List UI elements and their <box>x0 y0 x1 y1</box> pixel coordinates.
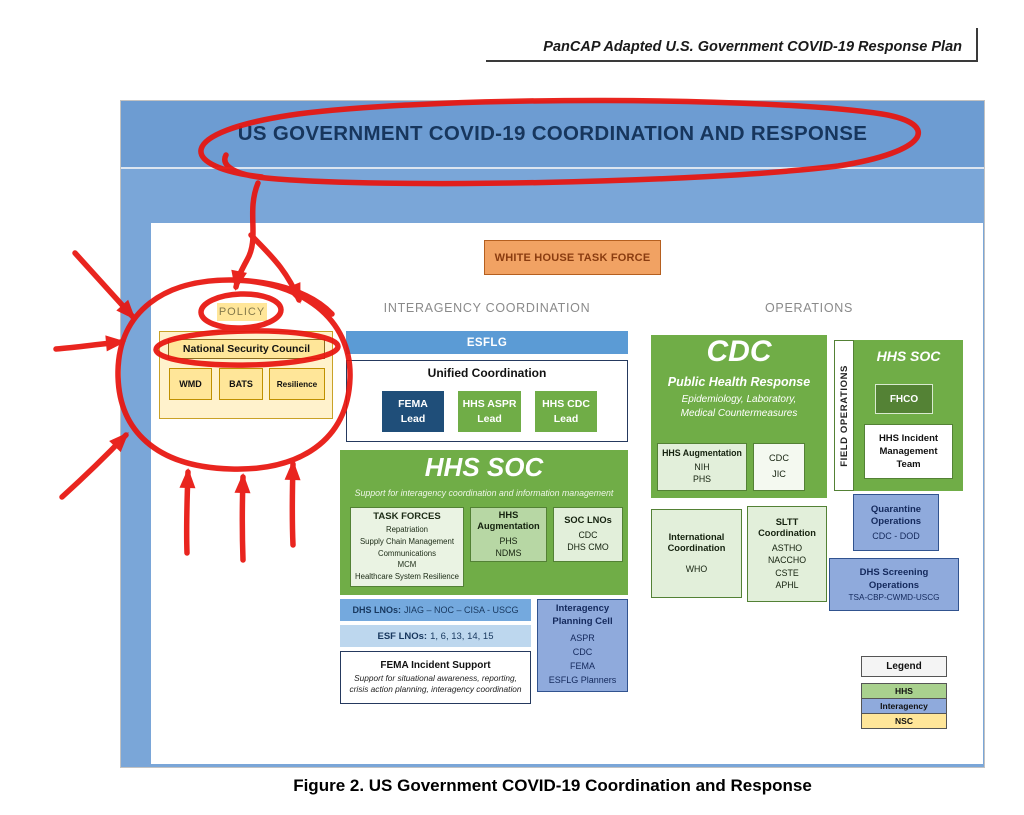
operations-section-label: OPERATIONS <box>709 301 909 315</box>
cdc-jic-box: CDC JIC <box>753 443 805 491</box>
soc-lnos-title: SOC LNOs <box>564 515 612 526</box>
policy-label-text: POLICY <box>218 306 266 318</box>
interagency-planning-cell-box: Interagency Planning Cell ASPR CDC FEMA … <box>537 599 628 692</box>
esflg-bar: ESFLG <box>346 331 628 354</box>
legend-row-interagency: Interagency <box>861 698 947 714</box>
diagram-panel: WHITE HOUSE TASK FORCE POLICY National S… <box>151 223 983 764</box>
document-header: PanCAP Adapted U.S. Government COVID-19 … <box>486 28 978 62</box>
nsc-item-wmd-label: WMD <box>179 379 202 389</box>
figure-caption: Figure 2. US Government COVID-19 Coordin… <box>293 776 812 795</box>
hhs-augmentation-box: HHS Augmentation PHS NDMS <box>470 507 547 562</box>
esf-lnos-value: 1, 6, 13, 14, 15 <box>430 630 494 642</box>
legend-rows: HHS Interagency NSC <box>861 683 947 729</box>
figure-title-banner: US GOVERNMENT COVID-19 COORDINATION AND … <box>121 101 984 169</box>
nsc-title-text: National Security Council <box>182 343 311 355</box>
dhs-lnos-value: JIAG – NOC – CISA - USCG <box>403 605 519 615</box>
cdc-hhs-augmentation-title: HHS Augmentation <box>662 448 742 459</box>
unified-coordination-title: Unified Coordination <box>427 366 547 380</box>
fema-incident-support-subtitle: Support for situational awareness, repor… <box>349 672 522 694</box>
fema-lead-box: FEMA Lead <box>382 391 444 432</box>
nsc-item-resilience: Resilience <box>269 368 325 400</box>
nsc-item-resilience-label: Resilience <box>276 379 318 389</box>
international-coordination-lines: WHO <box>685 563 708 574</box>
cdc-description: Epidemiology, Laboratory, Medical Counte… <box>680 394 798 419</box>
soc-lnos-lines: CDC DHS CMO <box>567 529 609 553</box>
sltt-coordination-lines: ASTHO NACCHO CSTE APHL <box>767 542 807 590</box>
hhs-aspr-lead-box: HHS ASPR Lead <box>458 391 521 432</box>
hhs-incident-management-team-label: HHS Incident Management Team <box>878 432 939 471</box>
operations-section-label-text: OPERATIONS <box>764 301 854 315</box>
legend-title: Legend <box>861 656 947 677</box>
cdc-title: CDC <box>706 335 772 368</box>
esf-lnos-bar: ESF LNOs: 1, 6, 13, 14, 15 <box>340 625 531 647</box>
fema-lead-label: FEMA Lead <box>398 398 428 425</box>
task-forces-lines: Repatriation Supply Chain Management Com… <box>354 525 459 582</box>
cdc-subtitle: Public Health Response <box>667 375 811 389</box>
esflg-label: ESFLG <box>466 336 508 349</box>
nsc-item-bats-label: BATS <box>229 379 253 389</box>
cdc-jic-lines: CDC JIC <box>769 453 789 479</box>
hhs-cdc-lead-label: HHS CDC Lead <box>542 398 590 425</box>
cdc-hhs-augmentation-lines: NIH PHS <box>692 462 712 485</box>
hhs-incident-management-team-box: HHS Incident Management Team <box>864 424 953 479</box>
field-operations-strip: FIELD OPERATIONS <box>834 340 854 491</box>
fhco-label: FHCO <box>889 393 919 405</box>
nsc-title-box: National Security Council <box>168 339 325 359</box>
white-house-task-force-box: WHITE HOUSE TASK FORCE <box>484 240 661 275</box>
cdc-box: CDC Public Health Response Epidemiology,… <box>651 335 827 498</box>
document-header-text: PanCAP Adapted U.S. Government COVID-19 … <box>543 39 962 55</box>
quarantine-operations-title: Quarantine Operations <box>870 503 922 527</box>
quarantine-operations-lines: CDC - DOD <box>872 531 920 542</box>
dhs-screening-operations-box: DHS Screening Operations TSA-CBP-CWMD-US… <box>829 558 959 611</box>
hhs-soc-field-title: HHS SOC <box>876 348 941 364</box>
sltt-coordination-title: SLTT Coordination <box>758 516 816 539</box>
hhs-soc-field-body: HHS SOC FHCO HHS Incident Management Tea… <box>854 340 963 491</box>
nsc-group-box: National Security Council WMD BATS Resil… <box>159 331 333 419</box>
nsc-item-wmd: WMD <box>169 368 212 400</box>
figure-title: US GOVERNMENT COVID-19 COORDINATION AND … <box>237 122 868 145</box>
legend-row-nsc: NSC <box>861 713 947 729</box>
interagency-section-label-text: INTERAGENCY COORDINATION <box>383 301 591 315</box>
dhs-screening-operations-title: DHS Screening Operations <box>859 567 929 591</box>
nsc-item-bats: BATS <box>219 368 263 400</box>
interagency-section-label: INTERAGENCY COORDINATION <box>346 301 628 315</box>
hhs-augmentation-lines: PHS NDMS <box>495 535 522 559</box>
fhco-box: FHCO <box>875 384 933 414</box>
field-operations-label: FIELD OPERATIONS <box>838 364 850 467</box>
hhs-augmentation-title: HHS Augmentation <box>477 509 540 532</box>
fema-incident-support-box: FEMA Incident Support Support for situat… <box>340 651 531 704</box>
soc-lnos-box: SOC LNOs CDC DHS CMO <box>553 507 623 562</box>
task-forces-box: TASK FORCES Repatriation Supply Chain Ma… <box>350 507 464 587</box>
hhs-soc-subtitle: Support for interagency coordination and… <box>354 488 614 498</box>
legend: Legend HHS Interagency NSC <box>861 656 947 729</box>
annotation-arrow-left <box>53 335 126 352</box>
white-house-task-force-label: WHITE HOUSE TASK FORCE <box>494 251 651 264</box>
hhs-soc-title: HHS SOC <box>424 452 544 482</box>
dhs-lnos-label: DHS LNOs: <box>352 605 401 615</box>
policy-label: POLICY <box>217 303 267 321</box>
international-coordination-box: International Coordination WHO <box>651 509 742 598</box>
international-coordination-title: International Coordination <box>667 531 726 554</box>
esf-lnos-label: ESF LNOs: <box>377 630 428 642</box>
hhs-cdc-lead-box: HHS CDC Lead <box>535 391 597 432</box>
sltt-coordination-box: SLTT Coordination ASTHO NACCHO CSTE APHL <box>747 506 827 602</box>
task-forces-title: TASK FORCES <box>373 511 441 523</box>
planning-cell-title: Interagency Planning Cell <box>552 603 613 627</box>
unified-coordination-box: Unified Coordination FEMA Lead HHS ASPR … <box>346 360 628 442</box>
dhs-lnos-bar: DHS LNOs: JIAG – NOC – CISA - USCG <box>340 599 531 621</box>
hhs-soc-field-box: FIELD OPERATIONS HHS SOC FHCO HHS Incide… <box>834 340 963 491</box>
dhs-screening-operations-lines: TSA-CBP-CWMD-USCG <box>848 592 940 602</box>
legend-row-hhs: HHS <box>861 683 947 699</box>
cdc-hhs-augmentation-box: HHS Augmentation NIH PHS <box>657 443 747 491</box>
hhs-aspr-lead-label: HHS ASPR Lead <box>462 398 517 425</box>
fema-incident-support-title: FEMA Incident Support <box>380 659 491 671</box>
figure-frame: US GOVERNMENT COVID-19 COORDINATION AND … <box>120 100 985 768</box>
hhs-soc-box: HHS SOC Support for interagency coordina… <box>340 450 628 595</box>
planning-cell-lines: ASPR CDC FEMA ESFLG Planners <box>548 632 617 685</box>
annotation-arrow-lower-left <box>59 432 129 500</box>
quarantine-operations-box: Quarantine Operations CDC - DOD <box>853 494 939 551</box>
